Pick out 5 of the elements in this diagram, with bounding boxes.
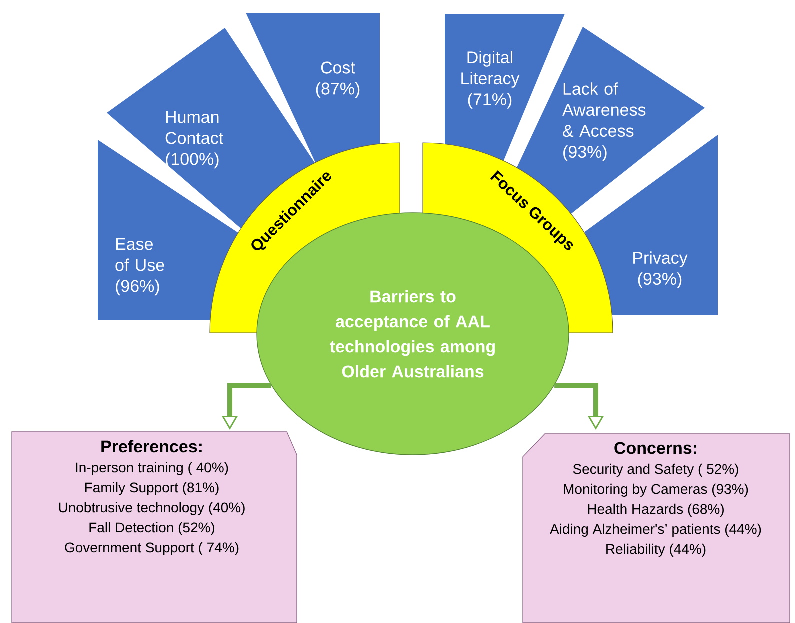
- list-box: Preferences: In-person training ( 40%) Family Support (81%) Unobtrusive technology (40%) Fall Detection (52%) Government Support ( 74%): [12, 432, 298, 623]
- node-label: Privacy (93%): [634, 252, 688, 288]
- wedge-box: Cost (87%): [246, 13, 380, 168]
- node-label: Ease of Use (96%): [116, 238, 164, 296]
- list-box: Concerns: Security and Safety ( 52%) Monitoring by Cameras (93%) Health Hazards (68%) Aiding Alzheimer's’ patients (44%) Reliability (44%): [522, 434, 790, 623]
